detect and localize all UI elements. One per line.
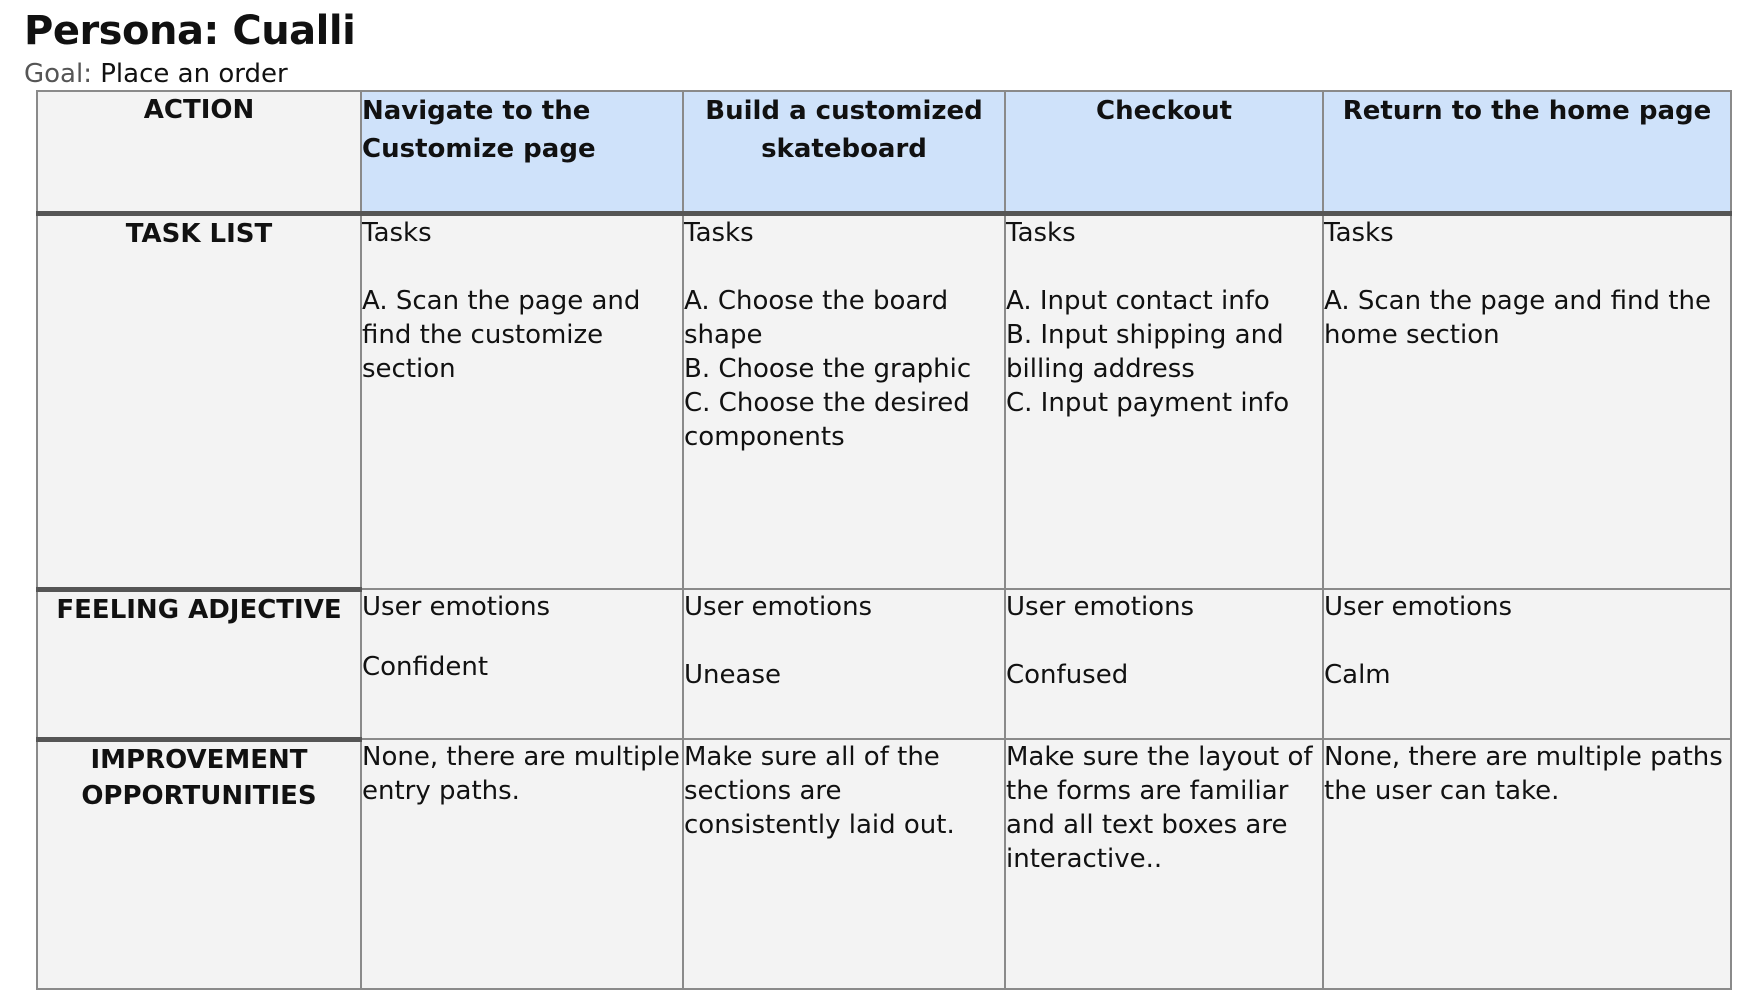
task-item: A. Input contact info xyxy=(1006,285,1270,316)
task-cell-build: Tasks A. Choose the board shape B. Choos… xyxy=(682,212,1006,590)
emotions-heading: User emotions xyxy=(362,592,551,622)
improvement-row: IMPROVEMENT OPPORTUNITIES None, there ar… xyxy=(36,738,1732,990)
task-item: A. Scan the page and find the customize … xyxy=(362,285,641,384)
emotion-value: Confused xyxy=(1006,660,1129,690)
emotion-value: Unease xyxy=(684,660,781,690)
task-item: A. Choose the board shape xyxy=(684,285,949,350)
action-row: ACTION Navigate to the Customize page Bu… xyxy=(36,90,1732,216)
page-title: Persona: Cualli xyxy=(24,8,356,54)
improvement-cell-checkout: Make sure the layout of the forms are fa… xyxy=(1004,738,1324,990)
emotion-cell-return: User emotions Calm xyxy=(1322,588,1732,740)
improvement-cell-build: Make sure all of the sections are consis… xyxy=(682,738,1006,990)
task-list-row: TASK LIST Tasks A. Scan the page and fin… xyxy=(36,212,1732,592)
emotion-value: Confident xyxy=(362,652,489,682)
task-cell-return: Tasks A. Scan the page and find the home… xyxy=(1322,212,1732,590)
task-item: A. Scan the page and find the home secti… xyxy=(1324,285,1711,350)
improvement-cell-navigate: None, there are multiple entry paths. xyxy=(360,738,684,990)
tasks-heading: Tasks xyxy=(362,217,432,248)
emotion-cell-checkout: User emotions Confused xyxy=(1004,588,1324,740)
improvement-cell-return: None, there are multiple paths the user … xyxy=(1322,738,1732,990)
task-cell-checkout: Tasks A. Input contact info B. Input shi… xyxy=(1004,212,1324,590)
emotions-heading: User emotions xyxy=(684,592,873,622)
tasks-heading: Tasks xyxy=(1006,217,1076,248)
emotions-heading: User emotions xyxy=(1006,592,1195,622)
task-item: B. Input shipping and billing address xyxy=(1006,319,1284,384)
emotion-cell-build: User emotions Unease xyxy=(682,588,1006,740)
goal-line: Goal: Place an order xyxy=(24,58,288,90)
tasks-heading: Tasks xyxy=(1324,217,1394,248)
row-label-feeling: FEELING ADJECTIVE xyxy=(36,588,362,742)
emotions-heading: User emotions xyxy=(1324,592,1513,622)
emotion-value: Calm xyxy=(1324,660,1391,690)
goal-label: Goal: xyxy=(24,59,92,89)
row-label-action: ACTION xyxy=(36,90,362,216)
feeling-row: FEELING ADJECTIVE User emotions Confiden… xyxy=(36,588,1732,742)
task-item: C. Choose the desired components xyxy=(684,387,970,452)
user-journey-table: ACTION Navigate to the Customize page Bu… xyxy=(36,90,1732,990)
task-cell-navigate: Tasks A. Scan the page and find the cust… xyxy=(360,212,684,590)
row-label-improvement: IMPROVEMENT OPPORTUNITIES xyxy=(36,738,362,990)
emotion-cell-navigate: User emotions Confident xyxy=(360,588,684,740)
stage-header-build: Build a customized skateboard xyxy=(682,90,1006,216)
stage-header-checkout: Checkout xyxy=(1004,90,1324,216)
task-item: B. Choose the graphic xyxy=(684,353,972,384)
goal-value: Place an order xyxy=(100,59,288,89)
task-item: C. Input payment info xyxy=(1006,387,1290,418)
row-label-task-list: TASK LIST xyxy=(36,212,362,592)
stage-header-return: Return to the home page xyxy=(1322,90,1732,216)
stage-header-navigate: Navigate to the Customize page xyxy=(360,90,684,216)
tasks-heading: Tasks xyxy=(684,217,754,248)
